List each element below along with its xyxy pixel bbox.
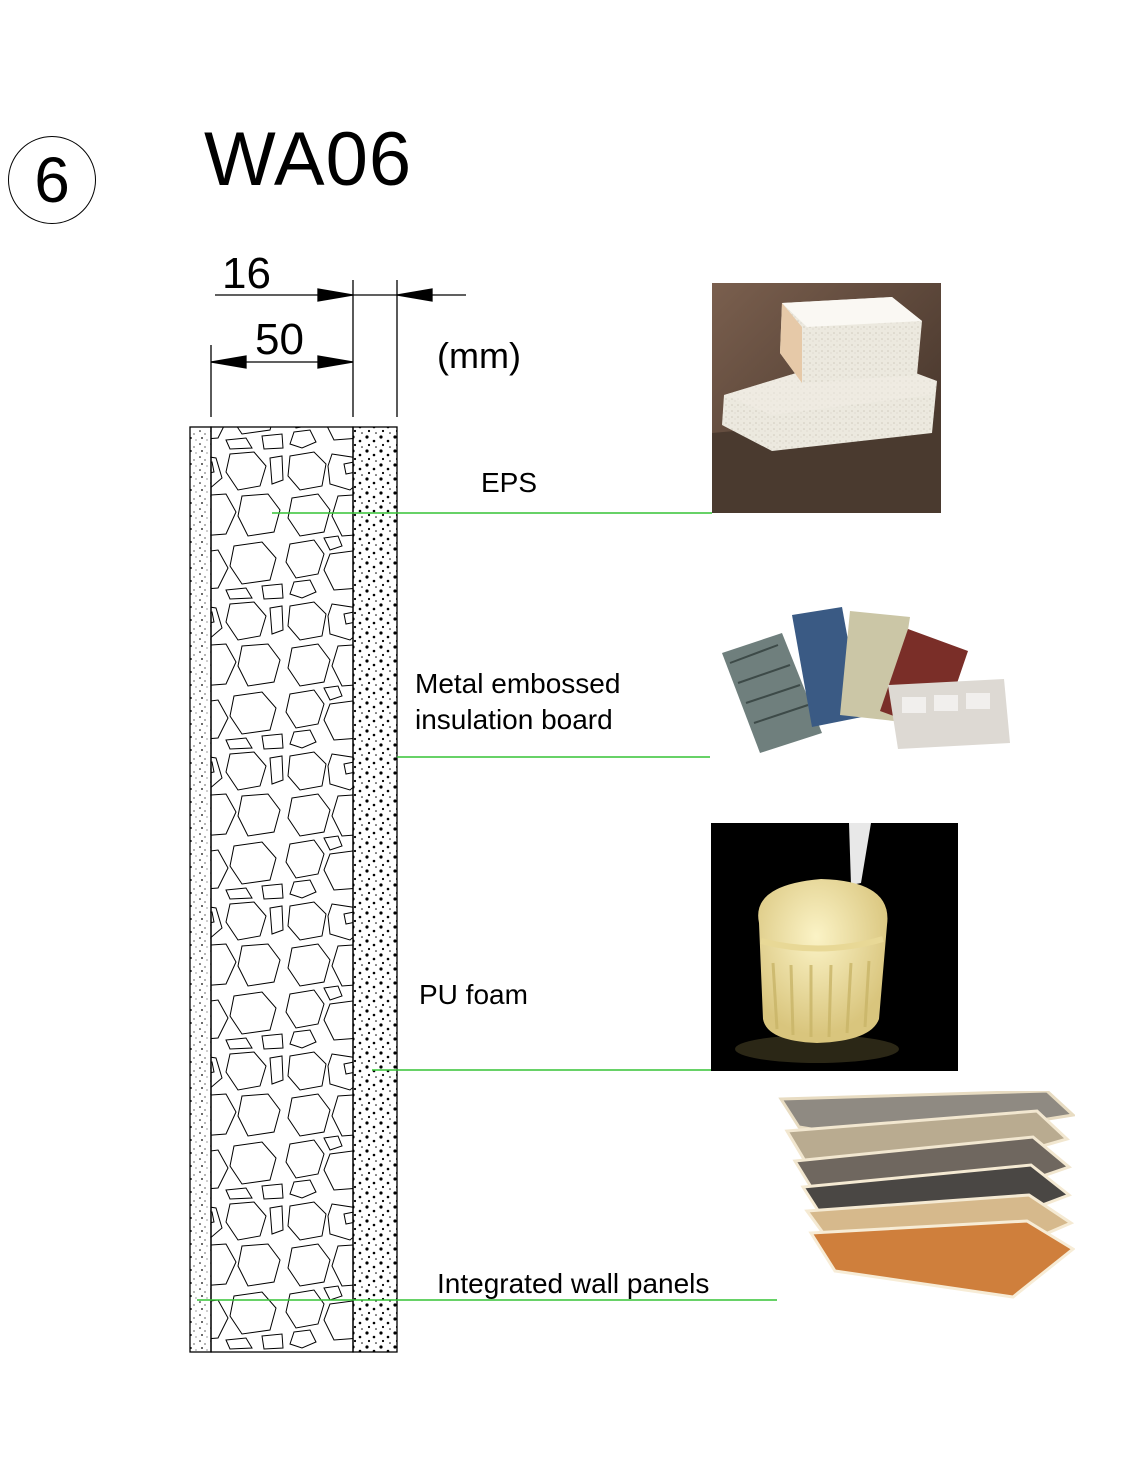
layer-label-wall-panels: Integrated wall panels (437, 1268, 710, 1299)
layer-label-eps: EPS (481, 467, 538, 498)
dimension-outer-label: 16 (222, 249, 271, 298)
section-number-badge: 6 (8, 136, 96, 224)
dimension-unit-label: (mm) (437, 335, 521, 376)
metal-board-photo (712, 593, 1019, 761)
section-code-title: WA06 (204, 117, 413, 202)
dimension-line-outer (215, 288, 466, 302)
dimension-inner-label: 50 (255, 315, 304, 364)
section-number: 6 (34, 144, 70, 216)
layer-label-pu-foam: PU foam (419, 979, 528, 1010)
dimension-extension-lines (210, 280, 398, 417)
eps-photo (712, 283, 941, 513)
wall-panels-photo (777, 1091, 1075, 1303)
pu-foam-photo (711, 823, 958, 1071)
wall-panel-layer (189, 426, 212, 1353)
eps-layer (210, 426, 354, 1353)
dimension-line-inner (210, 355, 354, 369)
pu-foam-layer (352, 426, 398, 1353)
leader-lines (197, 512, 777, 1301)
layer-label-metal-board: Metal embossed insulation board (415, 668, 621, 735)
